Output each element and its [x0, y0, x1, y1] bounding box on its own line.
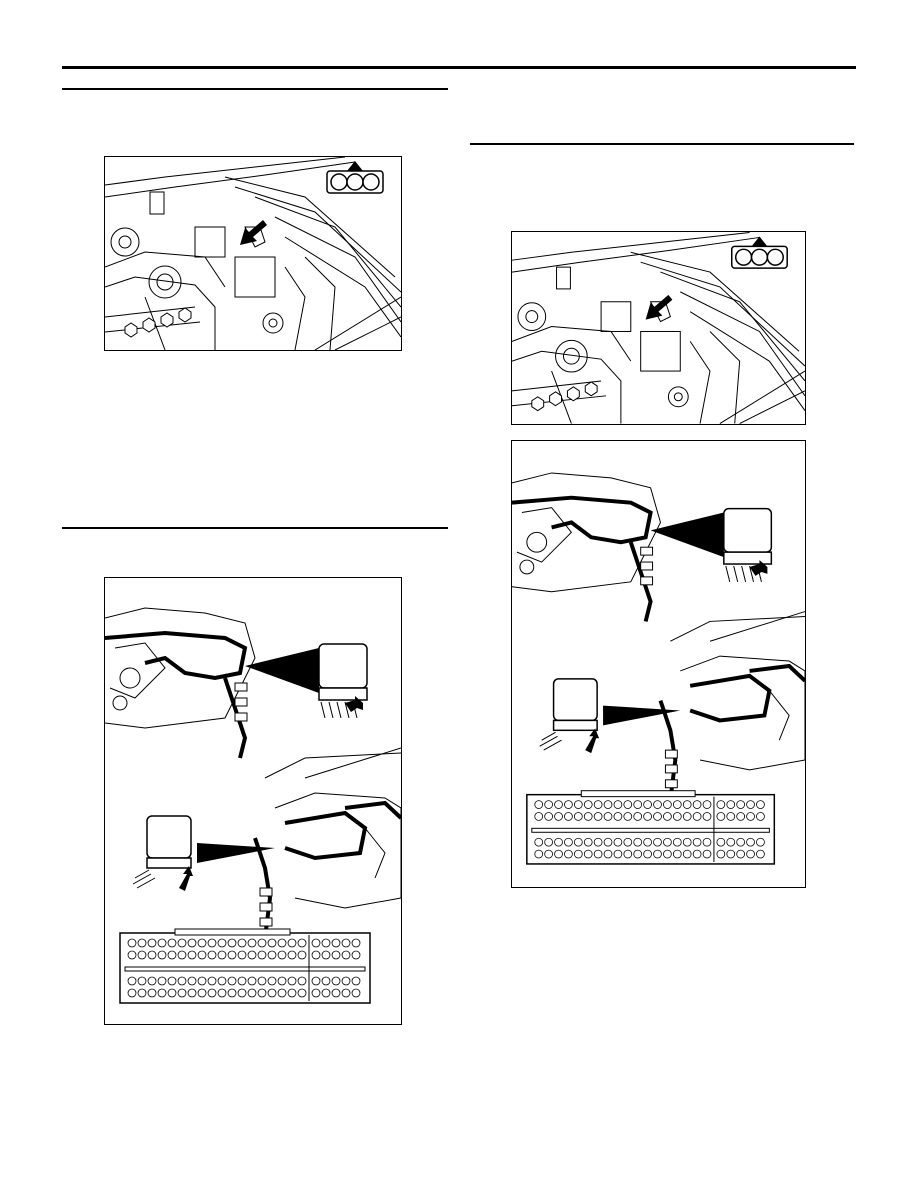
ecu-connector-icon — [132, 815, 193, 891]
three-pin-connector-icon — [731, 236, 788, 269]
figure-engine-bay-right — [511, 231, 806, 425]
arrow-icon — [749, 560, 768, 576]
page-header-rule — [62, 66, 856, 69]
ecu-connector-icon — [539, 678, 600, 754]
arrow-icon — [179, 866, 193, 891]
ecu-connector-icon — [723, 507, 773, 582]
section-rule — [470, 143, 854, 145]
section-rule — [62, 527, 448, 529]
arrow-icon — [585, 728, 600, 754]
arrow-icon — [345, 696, 363, 712]
figure-dash-harness-right — [511, 440, 806, 888]
figure-engine-bay-left — [104, 156, 402, 351]
arrow-icon — [240, 220, 267, 245]
arrow-icon — [645, 294, 673, 320]
dash-harness-illustration — [105, 607, 401, 1004]
connector-pin-layout — [526, 790, 776, 865]
three-pin-connector-icon — [326, 161, 384, 194]
figure-dash-harness-left — [104, 577, 402, 1025]
engine-bay-illustration — [512, 232, 805, 424]
dash-harness-illustration — [512, 472, 805, 865]
engine-bay-illustration — [105, 157, 401, 350]
connector-pin-layout — [119, 928, 371, 1004]
ecu-connector-icon — [318, 643, 368, 719]
section-rule — [62, 88, 448, 90]
